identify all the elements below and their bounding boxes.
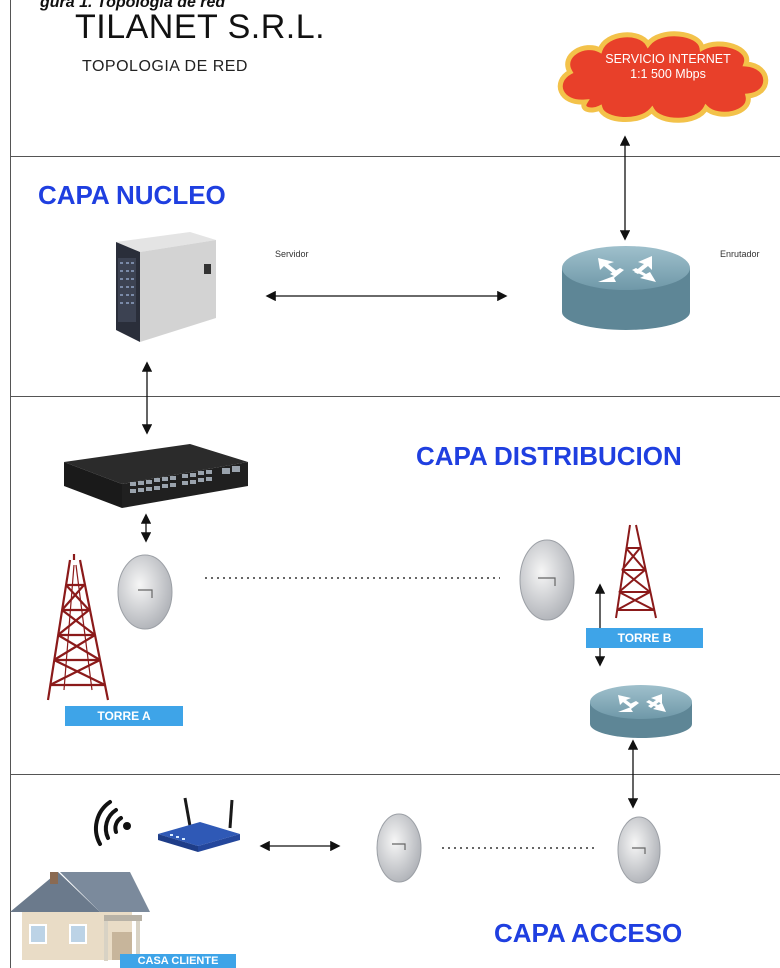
access-dish-client-icon xyxy=(376,813,422,883)
tower-a-tag: TORRE A xyxy=(65,706,183,726)
divider-header xyxy=(10,156,780,157)
switch-icon xyxy=(64,444,248,508)
diagram-frame xyxy=(10,0,780,968)
tower-a-icon xyxy=(46,554,110,701)
tower-b-icon xyxy=(615,524,657,619)
diagram-subtitle: TOPOLOGIA DE RED xyxy=(82,58,248,75)
server-icon xyxy=(116,232,216,342)
dish-b-icon xyxy=(519,539,575,621)
internet-service-name: SERVICIO INTERNET xyxy=(605,52,731,66)
divider-distribution xyxy=(10,774,780,775)
router-label: Enrutador xyxy=(720,249,760,259)
wifi-router-icon xyxy=(158,797,240,852)
core-router-icon xyxy=(562,246,690,330)
access-dish-tower-icon xyxy=(617,816,661,884)
divider-core xyxy=(10,396,780,397)
internet-cloud-icon xyxy=(557,31,769,123)
dish-a-icon xyxy=(117,554,173,630)
internet-service-label: SERVICIO INTERNET 1:1 500 Mbps xyxy=(578,52,758,82)
company-title: TILANET S.R.L. xyxy=(75,8,326,46)
tower-b-tag: TORRE B xyxy=(586,628,703,648)
layer-title-distribution: CAPA DISTRIBUCION xyxy=(416,441,682,471)
wifi-signal-icon xyxy=(93,800,131,846)
distribution-router-icon xyxy=(590,685,692,738)
clipped-figure-caption: gura 1. Topologia de red xyxy=(40,0,226,11)
server-label: Servidor xyxy=(275,249,309,259)
house-tag: CASA CLIENTE xyxy=(120,954,236,968)
layer-title-access: CAPA ACCESO xyxy=(494,918,683,948)
house-icon xyxy=(10,872,150,961)
internet-service-bandwidth: 1:1 500 Mbps xyxy=(630,67,706,81)
layer-title-core: CAPA NUCLEO xyxy=(38,180,226,210)
